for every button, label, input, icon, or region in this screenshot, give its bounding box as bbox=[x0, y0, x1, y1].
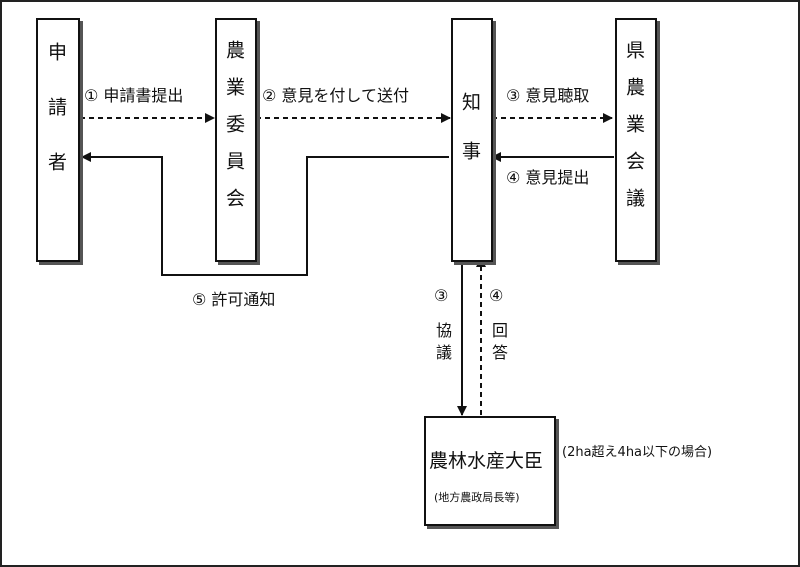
step4-reply-label: 回答 bbox=[489, 322, 508, 366]
minister-label: 農林水産大臣 bbox=[429, 450, 544, 472]
step4-number: ④ bbox=[489, 286, 504, 305]
step1-label: ① 申請書提出 bbox=[84, 86, 184, 105]
area-condition-note: (2ha超え4ha以下の場合) bbox=[562, 445, 713, 460]
committee-box bbox=[215, 18, 257, 262]
governor-label: 知事 bbox=[459, 92, 481, 190]
prefecture-label: 県農業会議 bbox=[623, 40, 645, 225]
applicant-label: 申請者 bbox=[45, 42, 67, 207]
applicant-box bbox=[36, 18, 80, 262]
prefecture-box bbox=[615, 18, 657, 262]
minister-box bbox=[424, 416, 556, 526]
committee-label: 農業委員会 bbox=[223, 40, 245, 225]
step5-label: ⑤ 許可通知 bbox=[192, 290, 276, 309]
step4-submit-label: ④ 意見提出 bbox=[506, 168, 590, 187]
step3-hear-label: ③ 意見聴取 bbox=[506, 86, 590, 105]
step2-label: ② 意見を付して送付 bbox=[262, 86, 409, 105]
governor-box bbox=[451, 18, 493, 262]
step3-consult-label: 協議 bbox=[433, 322, 452, 366]
step3-number: ③ bbox=[434, 286, 449, 305]
arrow-permit-notice bbox=[81, 152, 449, 276]
minister-sub-label: (地方農政局長等) bbox=[434, 491, 520, 504]
